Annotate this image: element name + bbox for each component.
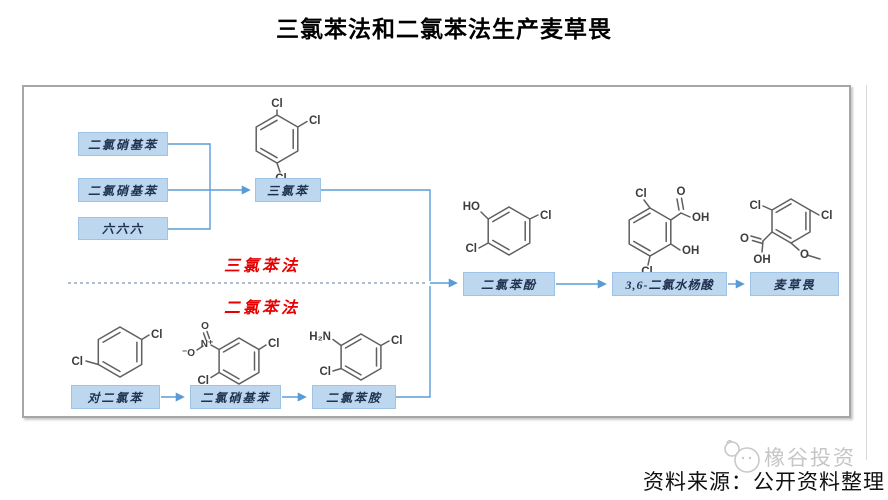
molecule-dichloronitrobenzene: N⁺ O ⁻O Cl Cl xyxy=(182,321,280,387)
atom-cl: Cl xyxy=(198,375,210,387)
atom-h2n: H₂N xyxy=(309,331,331,343)
atom-cl: Cl xyxy=(466,243,478,255)
node-dichloroaniline: 二氯苯胺 xyxy=(312,385,396,409)
atom-o: O xyxy=(201,321,209,332)
node-feed-dichloronitrobenzene-2: 二氯硝基苯 xyxy=(78,178,168,202)
atom-cl: Cl xyxy=(151,329,163,341)
atom-cl: Cl xyxy=(309,115,321,127)
atom-cl: Cl xyxy=(391,335,403,347)
molecule-dichloroaniline: H₂N Cl Cl xyxy=(309,331,403,381)
page-title: 三氯苯法和二氯苯法生产麦草畏 xyxy=(276,17,612,42)
molecule-p-dichlorobenzene: Cl Cl xyxy=(72,326,163,378)
atom-cl: Cl xyxy=(750,200,762,212)
source-note: 资料来源：公开资料整理 xyxy=(643,470,885,494)
node-feed-hch666: 六六六 xyxy=(78,217,168,240)
atom-o: O xyxy=(677,186,686,198)
atom-oh: OH xyxy=(753,254,770,266)
route-label-dichlorobenzene-method: 二氯苯法 xyxy=(224,300,301,317)
watermark: 橡谷投资 xyxy=(720,437,856,477)
atom-cl: Cl xyxy=(271,98,283,110)
dca-route-elbow xyxy=(396,286,431,398)
atom-cl: Cl xyxy=(72,356,84,368)
atom-o: O xyxy=(740,233,749,245)
atom-cl: Cl xyxy=(540,210,552,222)
atom-o: O xyxy=(800,249,809,261)
atom-n-plus: N⁺ xyxy=(201,339,214,350)
node-p-dichlorobenzene: 对二氯苯 xyxy=(71,385,160,409)
watermark-logo-icon xyxy=(724,439,760,473)
atom-ho: HO xyxy=(463,201,480,213)
connector-lines xyxy=(161,143,745,402)
molecule-trichlorobenzene: Cl Cl Cl xyxy=(255,98,321,185)
atom-cl: Cl xyxy=(821,210,833,222)
node-trichlorobenzene: 三氯苯 xyxy=(255,178,321,202)
molecule-dicamba: Cl Cl O OH O xyxy=(740,198,833,266)
molecule-dichlorosalicylic-acid: Cl O OH OH Cl xyxy=(628,186,709,278)
page-edge-line xyxy=(866,85,867,460)
atom-cl: Cl xyxy=(635,188,647,200)
atom-cl: Cl xyxy=(320,366,332,378)
node-dicamba: 麦草畏 xyxy=(750,272,839,296)
tcb-route-elbow xyxy=(321,189,431,281)
atom-o-minus: ⁻O xyxy=(182,348,195,359)
route-label-trichlorobenzene-method: 三氯苯法 xyxy=(224,258,301,275)
node-dichloronitrobenzene: 二氯硝基苯 xyxy=(190,385,281,409)
molecule-dichlorophenol: HO Cl Cl xyxy=(463,201,552,256)
atom-cl: Cl xyxy=(268,338,280,350)
node-dichlorophenol: 二氯苯酚 xyxy=(463,272,555,296)
feed-merge-lines xyxy=(168,143,211,230)
node-feed-dichloronitrobenzene-1: 二氯硝基苯 xyxy=(78,132,168,156)
atom-oh: OH xyxy=(692,212,709,224)
atom-oh: OH xyxy=(682,245,699,257)
watermark-text: 橡谷投资 xyxy=(764,446,856,470)
node-dichlorosalicylic-acid: 3,6-二氯水杨酸 xyxy=(612,272,727,296)
